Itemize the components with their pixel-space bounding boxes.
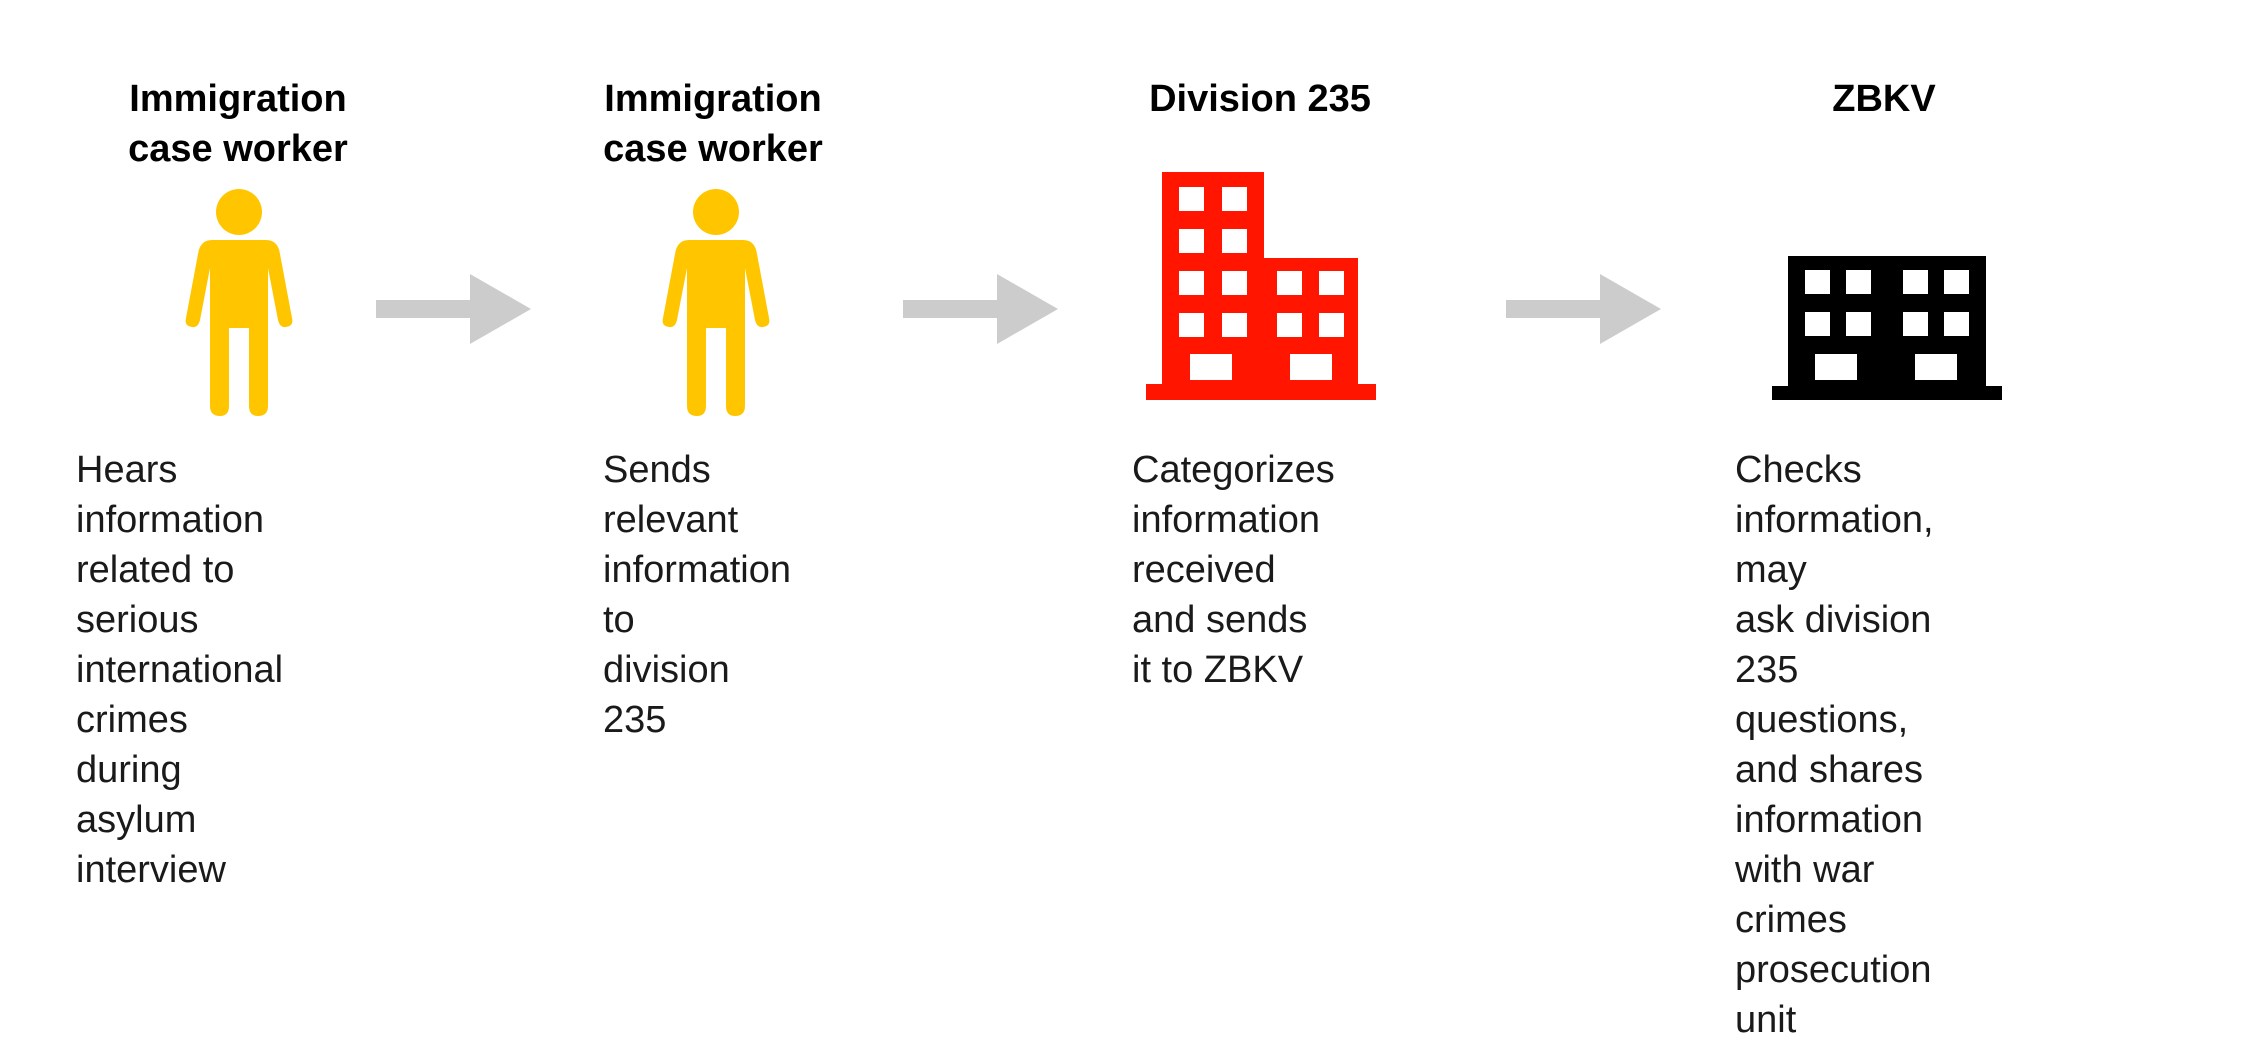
step-description: Sends relevant information to division 2… bbox=[603, 449, 791, 741]
step-title: Division 235 bbox=[1149, 78, 1371, 120]
step-title: Immigration case worker bbox=[128, 78, 348, 170]
step-title: ZBKV bbox=[1832, 78, 1936, 120]
arrow-right-icon bbox=[903, 274, 1058, 344]
step-description: Hears information related to serious int… bbox=[76, 449, 284, 891]
person-icon bbox=[185, 189, 293, 416]
process-flow-diagram: Immigration case worker Hears informatio… bbox=[76, 78, 2002, 1041]
building-icon bbox=[1772, 256, 2002, 400]
step-description: Categorizes information received and sen… bbox=[1132, 449, 1335, 691]
arrow-right-icon bbox=[1506, 274, 1661, 344]
step-title: Immigration case worker bbox=[603, 78, 823, 170]
person-icon bbox=[662, 189, 770, 416]
arrow-right-icon bbox=[376, 274, 531, 344]
building-icon bbox=[1146, 172, 1376, 400]
step-description: Checks information, may ask division 235… bbox=[1735, 449, 1934, 1041]
